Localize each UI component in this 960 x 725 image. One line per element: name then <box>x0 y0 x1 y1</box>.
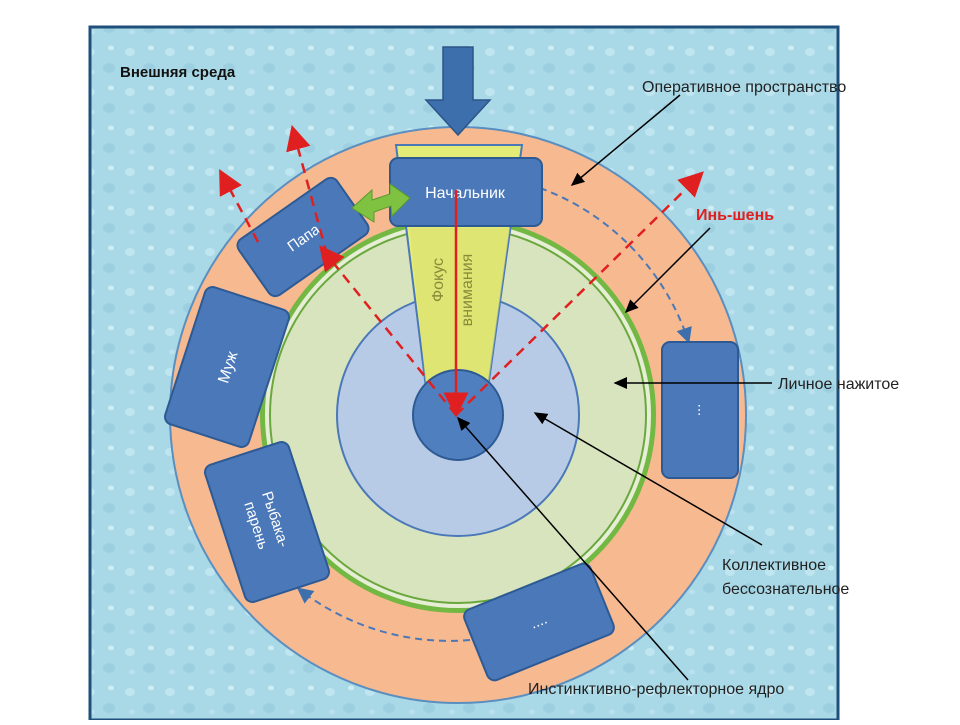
role-bottom-box <box>463 562 615 682</box>
callout-yin-shen: Инь-шень <box>696 207 774 224</box>
rotation-arc-bottom <box>296 587 471 642</box>
role-husband-group: Муж <box>163 286 291 448</box>
role-fisherman-box <box>203 441 331 603</box>
role-right-box <box>661 341 739 479</box>
dad-boss-link-arrow <box>351 183 411 223</box>
rotation-arc-top <box>539 187 692 344</box>
ray-left-outward <box>219 168 260 243</box>
focus-label-2: внимания <box>459 254 476 327</box>
role-fisherman-group: Рыбака- парень <box>203 441 331 603</box>
attention-focus-inner <box>410 228 510 388</box>
role-husband-box <box>163 286 291 448</box>
callout-line-core <box>457 416 689 681</box>
ray-dad-outward <box>286 124 329 256</box>
callout-personal-acquired: Личное нажитое <box>778 376 899 393</box>
ray-to-dad <box>319 245 457 416</box>
callout-operative-space: Оперативное пространство <box>642 79 846 96</box>
callout-line-yin-shen <box>624 227 711 314</box>
environment-title: Внешняя среда <box>120 64 236 81</box>
ray-yin-shen <box>455 171 704 416</box>
instinctive-core <box>412 369 504 461</box>
role-right-label: ... <box>687 404 704 417</box>
callout-line-collective <box>533 412 763 546</box>
role-bottom-group: .... <box>463 562 615 682</box>
callout-collective-1: Коллективное <box>722 557 826 574</box>
incoming-arrow <box>424 46 492 137</box>
callout-line-operative <box>570 94 681 186</box>
role-bottom-label: .... <box>528 611 550 633</box>
focus-label-1: Фокус <box>430 258 447 302</box>
callout-collective-2: бессознательное <box>722 581 849 598</box>
role-boss-label: Начальник <box>425 185 506 202</box>
callout-instinctive-core: Инстинктивно-рефлекторное ядро <box>528 681 784 698</box>
